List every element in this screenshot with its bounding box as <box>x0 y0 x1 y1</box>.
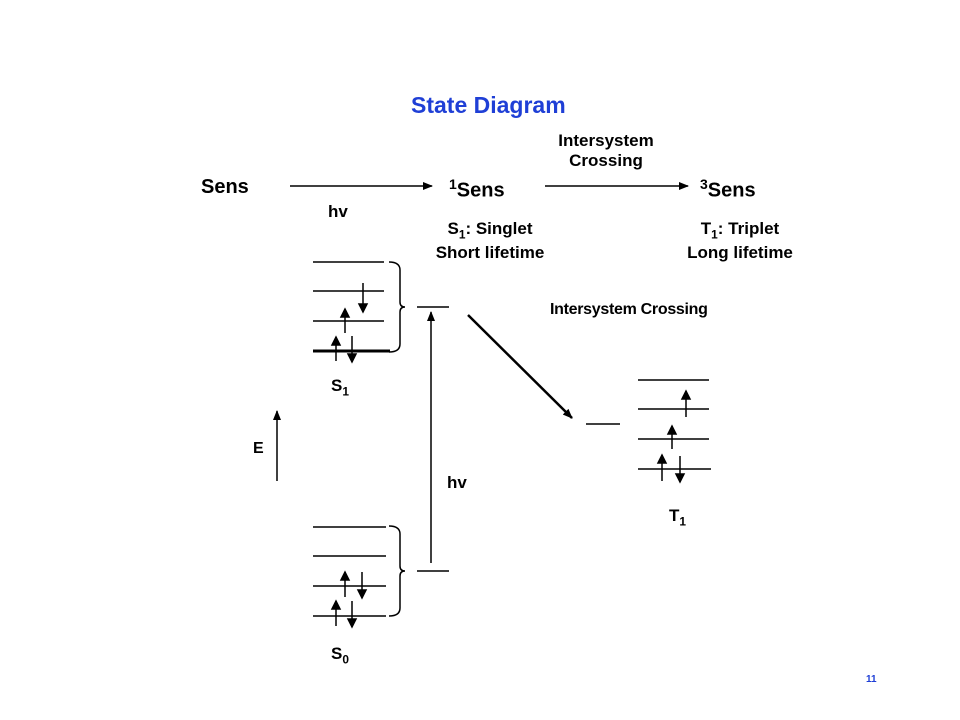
isc-label: Intersystem Crossing <box>550 301 708 318</box>
singlet-description: S1: Singlet Short lifetime <box>435 219 545 263</box>
hv-top-label: hv <box>328 202 348 221</box>
s1-label: S1 <box>331 376 349 399</box>
page-number: 11 <box>866 674 877 685</box>
s1-bracket <box>388 261 406 353</box>
s0-electron-arrows <box>330 570 368 629</box>
triplet-sens-label: 3Sens <box>700 176 756 202</box>
s1-levels <box>313 261 390 353</box>
singlet-sens-label: 1Sens <box>449 176 505 202</box>
triplet-description: T1: Triplet Long lifetime <box>687 219 793 263</box>
t1-electron-arrows <box>656 389 692 484</box>
s0-label: S0 <box>331 644 349 667</box>
t1-levels <box>638 379 711 470</box>
s1-electron-arrows <box>330 283 369 364</box>
page-title: State Diagram <box>411 92 566 118</box>
sens-label: Sens <box>201 176 249 198</box>
isc-top-label: Intersystem Crossing <box>558 131 654 170</box>
isc-diagonal-arrow <box>467 314 573 419</box>
t1-label: T1 <box>669 506 687 529</box>
energy-label: E <box>253 440 264 457</box>
s0-levels <box>313 526 386 617</box>
s0-bracket <box>388 525 406 617</box>
hv-transition-label: hv <box>447 473 467 492</box>
